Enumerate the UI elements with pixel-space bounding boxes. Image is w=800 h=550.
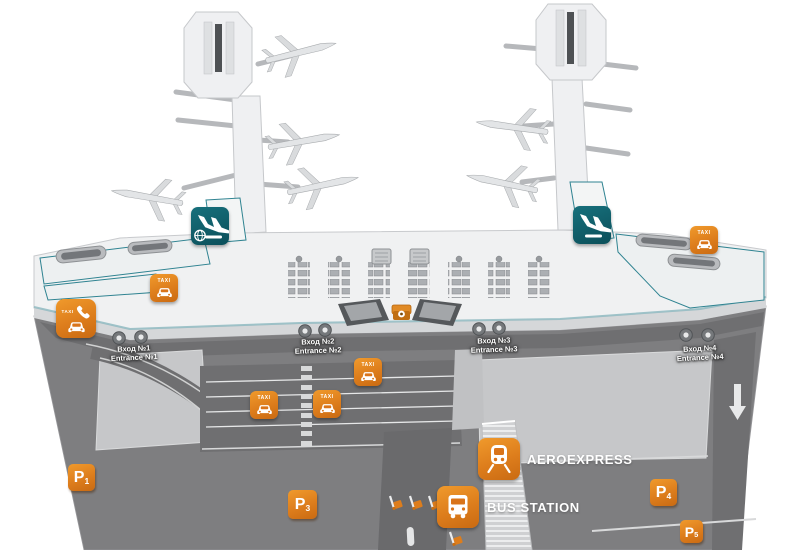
taxi-marker: TAXI <box>313 390 341 418</box>
taxi-car-icon <box>696 240 712 250</box>
plane-landing-icon <box>580 214 611 238</box>
bus-icon <box>448 495 468 519</box>
baggage-belts <box>55 233 721 271</box>
parking-number: 1 <box>84 476 90 486</box>
taxi-car-icon <box>256 405 272 415</box>
taxi-label: TAXI <box>361 362 375 368</box>
taxi-label: TAXI <box>61 308 74 314</box>
parking-letter: P <box>73 468 85 486</box>
parking-number: 5 <box>694 530 699 539</box>
plane-landing-globe-icon <box>194 215 229 242</box>
taxi-label: TAXI <box>157 278 171 284</box>
taxi-marker: TAXI <box>150 274 178 302</box>
entrance-doors <box>112 321 715 345</box>
crosswalk <box>301 366 312 446</box>
parking-letter: P <box>684 523 695 540</box>
terminal-building <box>33 181 767 345</box>
parking-letter: P <box>655 483 667 501</box>
right-road <box>712 332 756 550</box>
piers-and-aircraft <box>107 3 639 235</box>
taxi-marker: TAXI <box>354 358 382 386</box>
parking-number: 4 <box>666 491 672 501</box>
bus-station-label: BUS STATION <box>487 500 580 515</box>
taxi-car-icon <box>156 288 172 298</box>
taxi-label: TAXI <box>320 394 334 400</box>
taxi-car-icon <box>360 372 376 382</box>
entrance-label-2: Вход №2 Entrance №2 <box>270 335 367 357</box>
terminal-curb <box>34 298 766 340</box>
front-road <box>40 312 764 358</box>
entrance-label-3: Вход №3 Entrance №3 <box>446 334 543 356</box>
parking-letter: P <box>294 495 306 513</box>
taxi-by-phone-marker: TAXI <box>56 299 96 338</box>
aircraft <box>107 22 553 225</box>
escalators-upper <box>371 248 430 265</box>
check-in-counters <box>288 255 550 298</box>
taxi-marker: TAXI <box>690 226 718 254</box>
bus-road <box>378 428 452 550</box>
aeroexpress-label: AEROEXPRESS <box>527 452 633 467</box>
right-arrivals-hall <box>615 233 765 309</box>
phone-icon <box>77 305 91 318</box>
taxi-label: TAXI <box>697 230 711 236</box>
escalators-front <box>338 299 462 326</box>
arrivals-international-marker <box>191 207 229 245</box>
taxi-marker: TAXI <box>250 391 278 419</box>
parking-number: 3 <box>305 503 311 513</box>
walkway-to-station <box>452 349 484 430</box>
taxi-label: TAXI <box>257 395 271 401</box>
road-direction-arrow <box>729 384 746 420</box>
information-desk <box>391 304 412 320</box>
aeroexpress-marker <box>478 438 520 480</box>
train-icon <box>487 445 511 474</box>
taxi-car-icon <box>319 404 335 414</box>
arrivals-marker <box>573 206 611 244</box>
bus-station-marker <box>437 486 479 528</box>
taxi-car-icon <box>67 321 85 332</box>
